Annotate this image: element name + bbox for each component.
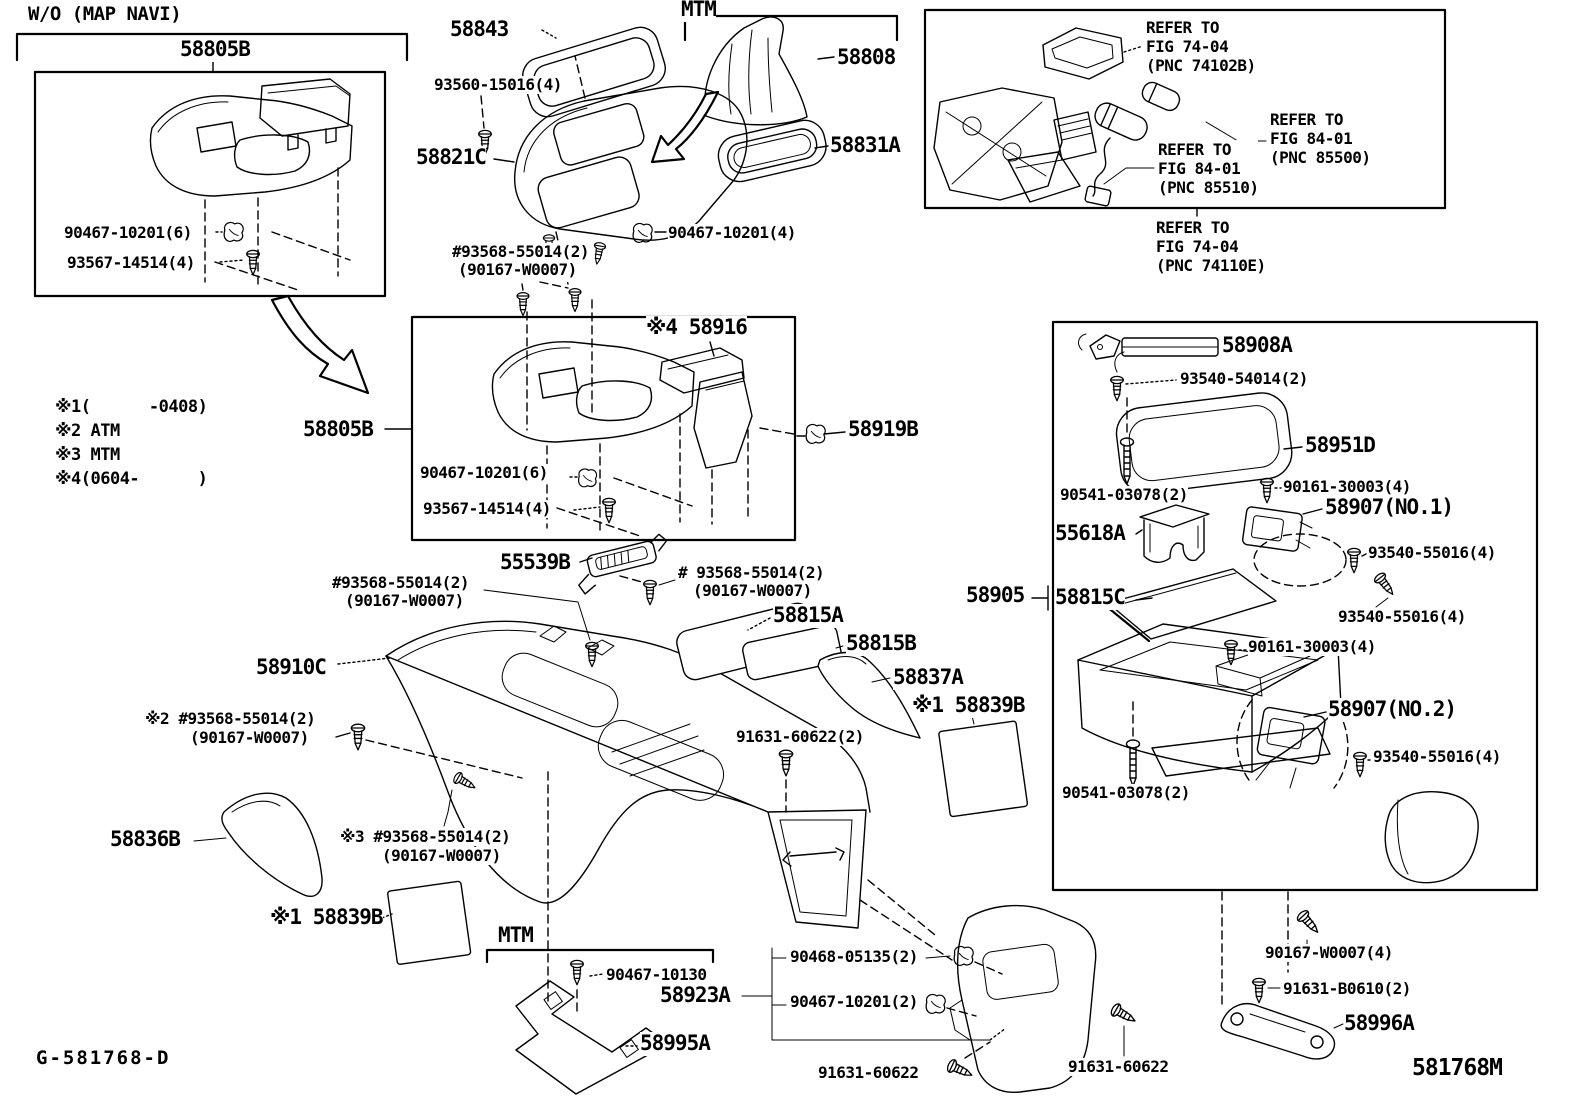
callout-58919b: 58919B: [848, 417, 919, 442]
callout-93540-55016-c: 93540-55016(4): [1373, 747, 1501, 766]
shift-boot-sketch: [704, 16, 835, 126]
box-assy-leader: [1031, 585, 1049, 611]
callout-55618a: 55618A: [1055, 521, 1126, 546]
refer-note-84-01-b: REFER TO FIG 84-01 (PNC 85510): [1158, 140, 1259, 198]
callout-91631-b0610: 91631-B0610(2): [1283, 979, 1411, 998]
callout-93568-mid-right-alt: (90167-W0007): [693, 581, 812, 600]
legend-line-2: ※2 ATM: [55, 421, 120, 442]
callout-58831a: 58831A: [830, 133, 901, 158]
arrow-down-left-icon: [650, 90, 720, 164]
callout-93568-mtm-alt: (90167-W0007): [382, 846, 501, 865]
callout-90467-10201-6-top: 90467-10201(6): [64, 223, 192, 242]
callout-93568-atm: ※2 #93568-55014(2): [145, 709, 316, 728]
arrow-down-right-icon: [270, 294, 370, 395]
callout-90541-03078-b: 90541-03078(2): [1062, 783, 1190, 802]
callout-58815c: 58815C: [1055, 585, 1126, 610]
callout-58951d: 58951D: [1305, 433, 1376, 458]
callout-58815a: 58815A: [773, 603, 844, 628]
callout-58995a: 58995A: [640, 1031, 711, 1056]
callout-93568-mid-right: # 93568-55014(2): [678, 563, 825, 582]
callout-58905: 58905: [966, 583, 1025, 608]
callout-93567-14514-top: 93567-14514(4): [67, 253, 195, 272]
callout-58907-no1: 58907(NO.1): [1325, 495, 1454, 520]
shift-bezel-sketch: [522, 26, 666, 118]
upper-console-panel-sketch: [478, 55, 748, 317]
callout-58916: ※4 58916: [646, 315, 748, 340]
marker-mtm-top: MTM: [681, 0, 717, 22]
callout-58910c: 58910C: [256, 655, 327, 680]
callout-58821c: 58821C: [416, 145, 487, 170]
boot-retainer-sketch: [717, 119, 829, 183]
callout-58907-no2: 58907(NO.2): [1328, 697, 1457, 722]
floor-console-sketch: [335, 589, 953, 961]
callout-58837a: 58837A: [893, 665, 964, 690]
callout-90161-30003-a: 90161-30003(4): [1283, 477, 1411, 496]
callout-58908a: 58908A: [1222, 333, 1293, 358]
wo-navi-tray-sketch: [149, 78, 353, 291]
callout-91631-60622-2: 91631-60622(2): [736, 727, 864, 746]
callout-90467-10201-6-mid: 90467-10201(6): [420, 463, 548, 482]
rear-bracket-and-panel-sketch: [515, 904, 1139, 1095]
callout-93560-15016: 93560-15016(4): [434, 75, 562, 94]
callout-58815b: 58815B: [846, 631, 917, 656]
callout-55539b: 55539B: [500, 550, 571, 575]
legend-line-4: ※4(0604- ): [55, 469, 208, 490]
small-bracket-55539B-sketch: [578, 533, 676, 606]
callout-90161-30003-b: 90161-30003(4): [1248, 637, 1376, 656]
mid-panel-tray-sketch: [384, 299, 846, 537]
callout-90167-w0007-4: 90167-W0007(4): [1265, 943, 1393, 962]
legend-line-1: ※1( -0408): [55, 397, 208, 418]
callout-93567-14514-mid: 93567-14514(4): [423, 499, 551, 518]
callout-93568-mid-left: #93568-55014(2): [332, 573, 470, 592]
callout-93568-atm-alt: (90167-W0007): [190, 728, 309, 747]
refer-note-74-04-b: REFER TO FIG 74-04 (PNC 74110E): [1156, 218, 1266, 276]
callout-93540-55016-b: 93540-55016(4): [1338, 607, 1466, 626]
marker-mtm-bottom: MTM: [498, 923, 534, 948]
header-wo-map-navi: W/O (MAP NAVI): [28, 3, 182, 26]
callout-90541-03078-a: 90541-03078(2): [1060, 485, 1188, 504]
console-mats-and-covers: [193, 602, 1029, 965]
refer-note-84-01-a: REFER TO FIG 84-01 (PNC 85500): [1270, 110, 1371, 168]
drawing-code: G-581768-D: [36, 1047, 171, 1070]
sheet-code: 581768M: [1412, 1055, 1503, 1082]
callout-90468-05135: 90468-05135(2): [790, 947, 918, 966]
callout-93568-top: #93568-55014(2): [452, 242, 590, 261]
callout-58839b-right: ※1 58839B: [912, 693, 1026, 718]
label-brackets: [15, 14, 899, 1003]
legend-line-3: ※3 MTM: [55, 445, 120, 466]
callout-93568-top-alt: (90167-W0007): [458, 260, 577, 279]
callout-93540-54014: 93540-54014(2): [1180, 369, 1308, 388]
callout-93568-mtm: ※3 #93568-55014(2): [340, 827, 511, 846]
sub-assembly-boxes: [33, 8, 1539, 892]
callout-90467-10201-2: 90467-10201(2): [790, 992, 918, 1011]
callout-58839b-left: ※1 58839B: [270, 905, 384, 930]
callout-90467-10130: 90467-10130: [606, 965, 707, 984]
callout-58836b: 58836B: [110, 827, 181, 852]
callout-58805b-mid: 58805B: [303, 417, 374, 442]
callout-93568-mid-left-alt: (90167-W0007): [345, 591, 464, 610]
callout-58843: 58843: [450, 17, 509, 42]
callout-91631-60622-right: 91631-60622: [1068, 1057, 1169, 1076]
callout-58996a: 58996A: [1344, 1011, 1415, 1036]
callout-91631-60622-left: 91631-60622: [818, 1063, 919, 1082]
callout-93540-55016-a: 93540-55016(4): [1368, 543, 1496, 562]
callout-58808: 58808: [837, 45, 896, 70]
callout-58805b-top: 58805B: [180, 37, 251, 62]
refer-note-74-04-a: REFER TO FIG 74-04 (PNC 74102B): [1146, 18, 1256, 76]
bottom-right-sketch: [1220, 891, 1344, 1060]
callout-90467-10201-4: 90467-10201(4): [668, 223, 796, 242]
callout-58923a: 58923A: [660, 983, 731, 1008]
